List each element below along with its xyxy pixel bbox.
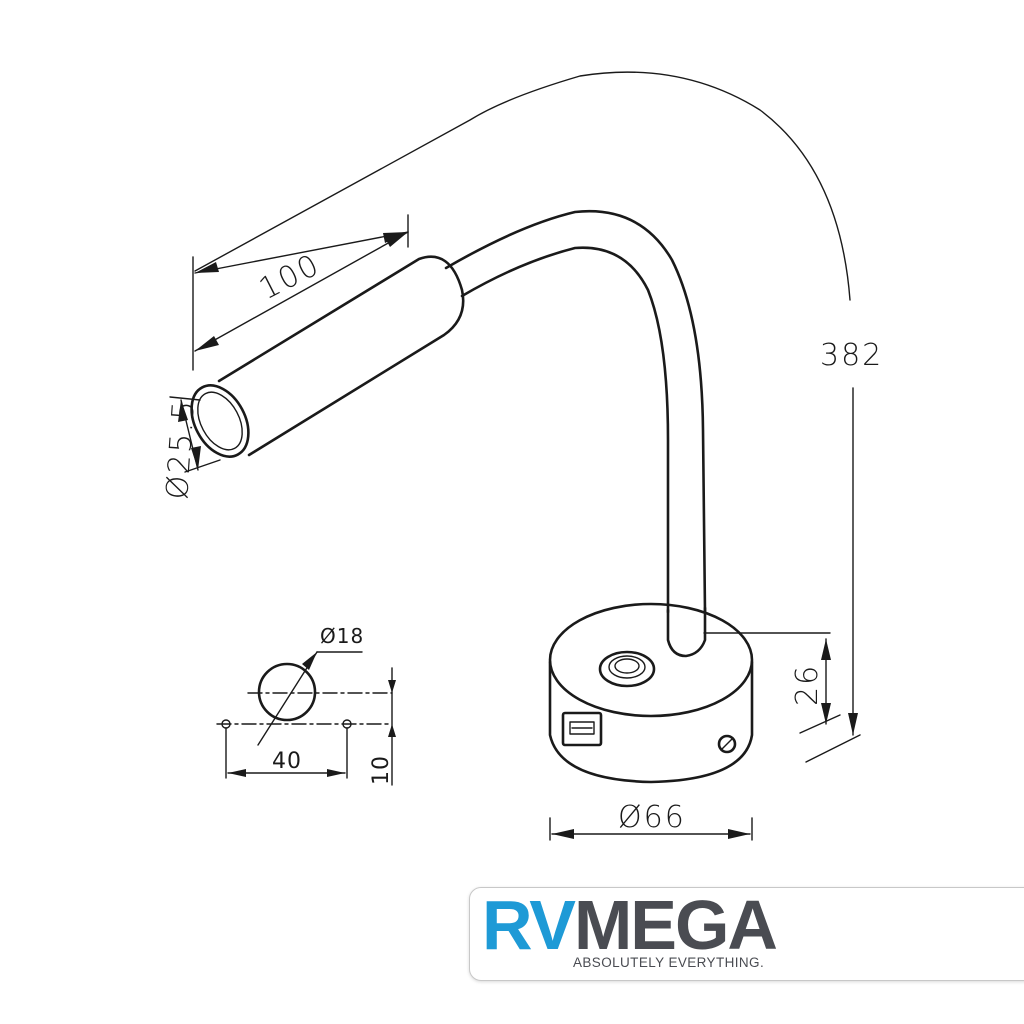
brand-banner	[469, 887, 1024, 981]
usb-port	[561, 711, 603, 747]
dimension-total-height: 382	[194, 71, 883, 763]
dimension-head-diameter: Ø25.5	[160, 396, 221, 501]
label-hole-offset: 10	[369, 755, 394, 785]
brand-name-mega: MEGA	[573, 886, 778, 964]
lamp-head	[190, 255, 465, 458]
brand-logo: RVMEGA	[482, 890, 778, 960]
dimension-head-length: 100	[192, 214, 409, 371]
label-base-height: 26	[790, 664, 825, 706]
label-head-diameter: Ø25.5	[160, 398, 202, 501]
lamp-base	[548, 602, 754, 784]
label-base-diameter: Ø66	[618, 800, 686, 835]
dimension-base-diameter: Ø66	[549, 800, 753, 841]
mounting-hole-detail: Ø18 40 10	[216, 624, 396, 786]
gooseneck-arm	[444, 209, 707, 658]
side-screw	[717, 734, 737, 754]
brand-tagline: ABSOLUTELY EVERYTHING.	[573, 955, 765, 970]
brand-name-rv: RV	[482, 886, 576, 964]
switch-button	[598, 650, 656, 688]
label-hole-diameter: Ø18	[320, 624, 364, 648]
label-total-height: 382	[820, 338, 883, 373]
label-hole-spacing: 40	[272, 749, 302, 774]
dimension-base-height: 26	[703, 632, 841, 734]
